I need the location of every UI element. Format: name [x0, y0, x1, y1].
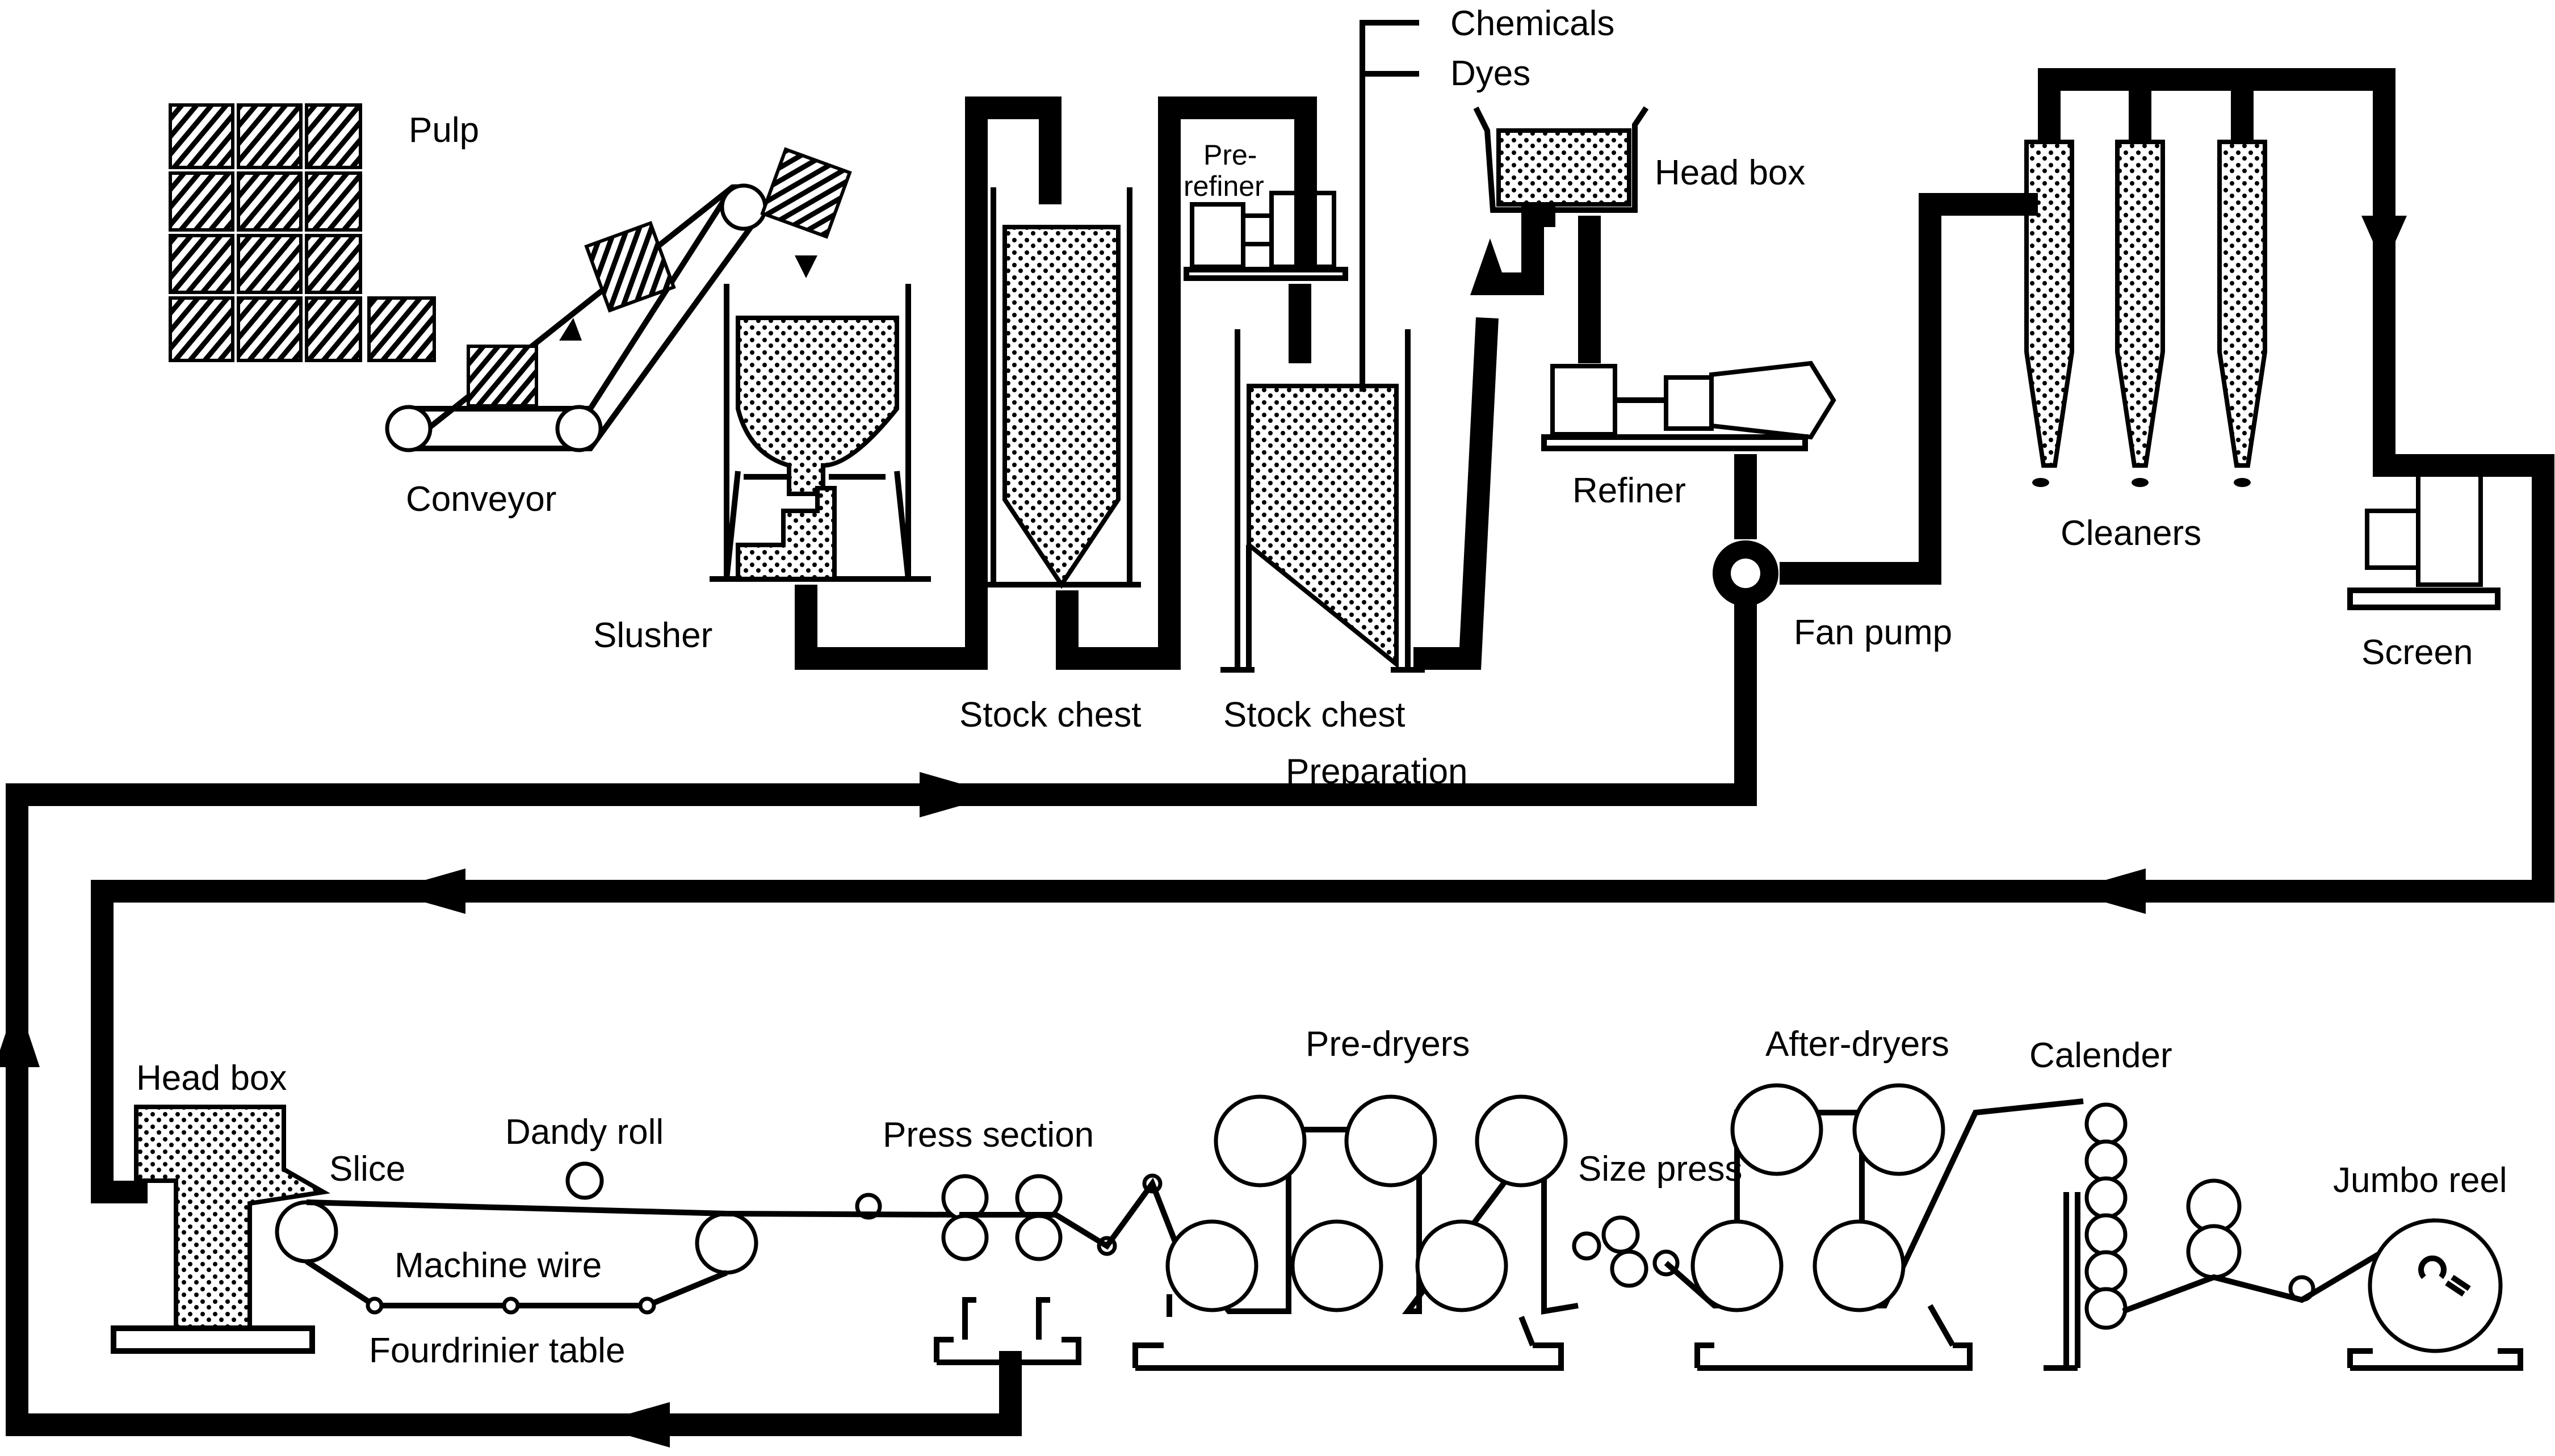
- calender: [2044, 1102, 2128, 1371]
- size-press: [1572, 1215, 1680, 1288]
- refiner: [1541, 360, 1836, 451]
- arrow-left-mid: [386, 868, 465, 914]
- screen: [2347, 469, 2501, 610]
- cleaners: [2024, 140, 2267, 487]
- fourdrinier-table-label: Fourdrinier table: [369, 1331, 625, 1370]
- fan-pump: [1713, 540, 1778, 606]
- stock-chest-1-label: Stock chest: [959, 695, 1141, 735]
- pre-refiner-label-line1: Pre-: [1203, 139, 1257, 171]
- stock-chest-2: [1220, 329, 1425, 673]
- chemicals-label: Chemicals: [1450, 4, 1614, 43]
- slice-label: Slice: [329, 1149, 405, 1189]
- pre-refiner-label-line2: refiner: [1184, 170, 1264, 202]
- pre-dryers-label: Pre-dryers: [1306, 1025, 1470, 1064]
- pre-refiner: [1184, 191, 1348, 281]
- stock-chest-1: [982, 187, 1141, 589]
- refiner-label: Refiner: [1572, 471, 1686, 510]
- fan-pump-label: Fan pump: [1794, 613, 1952, 652]
- arrow-down-screen: [2361, 216, 2407, 267]
- jumbo-reel: [2122, 1178, 2523, 1371]
- head-box-bottom: [111, 1105, 330, 1354]
- conveyor: [385, 147, 852, 452]
- dandy-roll-label: Dandy roll: [505, 1113, 664, 1152]
- stock-piping-top: [795, 68, 2554, 903]
- calender-label: Calender: [2029, 1036, 2172, 1075]
- press-section: [934, 1173, 1181, 1365]
- dyes-label: Dyes: [1450, 54, 1530, 93]
- head-box-top-label: Head box: [1655, 153, 1805, 192]
- after-dryers: [1664, 1083, 2084, 1371]
- arrow-up-left: [0, 999, 40, 1067]
- pulp-label: Pulp: [409, 111, 479, 150]
- press-section-label: Press section: [883, 1115, 1094, 1155]
- arrow-left-upper: [2066, 868, 2146, 914]
- screen-label: Screen: [2361, 633, 2473, 672]
- conveyor-label: Conveyor: [406, 480, 556, 519]
- pre-dryers: [1132, 1094, 1579, 1371]
- arrow-up-head: [1470, 238, 1510, 295]
- jumbo-reel-label: Jumbo reel: [2333, 1161, 2507, 1200]
- stock-chest-2-label: Stock chest: [1223, 695, 1405, 735]
- arrow-left-bottom: [590, 1402, 670, 1447]
- fourdrinier: [275, 1161, 960, 1315]
- head-box-top: [1473, 106, 1649, 213]
- slusher: [710, 284, 931, 582]
- after-dryers-label: After-dryers: [1765, 1025, 1949, 1064]
- head-box-bottom-label: Head box: [136, 1059, 287, 1098]
- machine-wire-label: Machine wire: [395, 1246, 602, 1285]
- stock-piping-bottom: [6, 783, 2157, 1436]
- chemical-dye-feed: [1360, 20, 1419, 392]
- pulp-bales: [169, 103, 436, 362]
- cleaners-label: Cleaners: [2061, 514, 2201, 553]
- size-press-label: Size press: [1578, 1149, 1742, 1189]
- slusher-label: Slusher: [593, 616, 712, 655]
